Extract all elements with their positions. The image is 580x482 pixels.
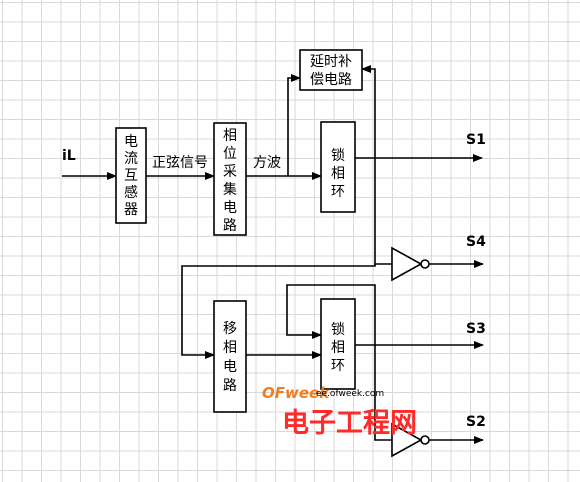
pa-char-5: 电 [223,200,237,216]
pll1-char-2: 相 [331,166,345,182]
wire-to-delay [287,74,301,176]
pll2-char-2: 相 [331,340,345,356]
output-label-s1: S1 [466,132,486,148]
watermark-site: ee.ofweek.com [316,389,384,399]
ct-char-5: 器 [124,202,138,218]
inverter-2 [391,422,430,458]
pa-char-2: 位 [223,146,237,162]
inverter-1 [391,246,430,282]
pa-char-1: 相 [223,128,237,144]
pll1-char-3: 环 [331,184,345,200]
block-pll-2: 锁 相 环 [320,298,356,390]
ct-char-4: 感 [124,184,138,201]
delay-line-1: 延时补 [310,54,352,70]
ps-char-1: 移 [223,321,237,337]
output-label-s4: S4 [466,234,486,250]
wires [62,65,484,444]
watermark: OFweek ee.ofweek.com 电子工程网 [262,384,417,439]
wire-to-phase-shift [181,264,376,359]
pll2-char-3: 环 [331,358,345,374]
wire-feedback-delay [361,65,376,158]
ct-char-1: 电 [124,134,138,150]
pa-char-4: 集 [223,181,237,198]
block-current-transformer: 电 流 互 感 器 [115,127,147,224]
wire-feedback-pll2 [286,284,376,345]
ct-char-3: 互 [124,168,138,184]
label-square-wave: 方波 [253,155,281,171]
block-pll-1: 锁 相 环 [320,121,356,213]
label-sine-signal: 正弦信号 [152,155,208,171]
block-delay-compensation: 延时补 偿电路 [299,49,363,91]
watermark-brand: OFweek [262,384,330,402]
block-phase-acquisition: 相 位 采 集 电 路 [213,122,247,236]
ps-char-3: 电 [223,359,237,375]
output-label-s2: S2 [466,414,486,430]
pll1-char-1: 锁 [331,148,345,164]
ps-char-4: 路 [223,378,237,394]
delay-line-2: 偿电路 [310,72,352,88]
wire-to-inverter-1 [374,158,392,265]
pll2-char-1: 锁 [331,322,345,338]
block-phase-shift: 移 相 电 路 [213,300,247,413]
pa-char-3: 采 [223,164,237,180]
ps-char-2: 相 [223,340,237,356]
watermark-title: 电子工程网 [282,408,417,439]
input-label-il: iL [62,148,76,164]
output-label-s3: S3 [466,321,486,337]
ct-char-2: 流 [124,151,138,167]
wire-to-inverter-2 [374,345,392,441]
pa-char-6: 路 [223,218,237,234]
